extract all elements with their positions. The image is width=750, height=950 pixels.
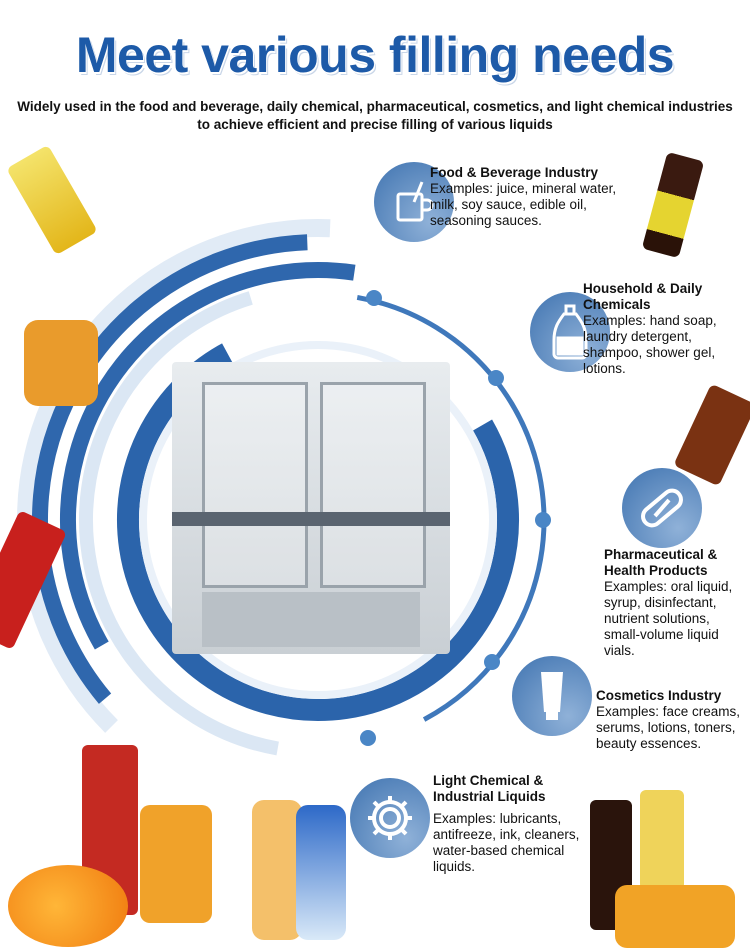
vinegar-bottle-image [640, 790, 684, 890]
industry-title: Cosmetics Industry [596, 688, 722, 703]
honey-jar-image [24, 320, 98, 406]
dotted-track-ring [89, 291, 547, 749]
industry-title: Light Chemical & Industrial Liquids [433, 773, 546, 804]
hand-soap-bottle-image [252, 800, 302, 940]
outer-light-ring [16, 218, 619, 821]
industry-household-chemicals: Household & Daily Chemicals Examples: ha… [583, 281, 738, 377]
inner-light-ring [139, 341, 497, 699]
track-dot [360, 730, 376, 746]
mid-dark-ring [60, 262, 576, 778]
track-dot [488, 370, 504, 386]
page-title: Meet various filling needs [75, 27, 675, 83]
industry-examples: Examples: lubricants, antifreeze, ink, c… [433, 811, 580, 874]
shampoo-bottle-image [296, 805, 346, 940]
capsule-icon [622, 468, 702, 548]
cream-tube-icon [512, 656, 592, 736]
industry-cosmetics: Cosmetics Industry Examples: face creams… [596, 688, 748, 752]
industry-examples: Examples: hand soap, laundry detergent, … [583, 313, 717, 376]
filling-machine-image [172, 362, 450, 654]
industry-examples: Examples: face creams, serums, lotions, … [596, 704, 741, 751]
orange-fruit-image [8, 865, 128, 947]
gear-icon [350, 778, 430, 858]
industry-title: Household & Daily Chemicals [583, 281, 703, 312]
track-dot [484, 654, 500, 670]
industry-title: Food & Beverage Industry [430, 165, 599, 180]
honey-jar-image [140, 805, 212, 923]
industry-title: Pharmaceutical & Health Products [604, 547, 718, 578]
page-subtitle: Widely used in the food and beverage, da… [17, 99, 733, 132]
track-dot [366, 290, 382, 306]
inner-dark-ring [117, 319, 519, 721]
industry-examples: Examples: oral liquid, syrup, disinfecta… [604, 579, 733, 658]
cup-icon [374, 162, 454, 242]
detergent-bottle-icon [530, 292, 610, 372]
mid-light-ring [79, 281, 557, 759]
outer-dark-ring [32, 234, 604, 806]
track-dot [535, 512, 551, 528]
industry-food-beverage: Food & Beverage Industry Examples: juice… [430, 165, 630, 229]
industry-light-chemical: Light Chemical & Industrial Liquids Exam… [433, 773, 581, 875]
industry-examples: Examples: juice, mineral water, milk, so… [430, 181, 617, 228]
honey-jars-image [615, 885, 735, 948]
industry-pharmaceutical: Pharmaceutical & Health Products Example… [604, 547, 748, 659]
